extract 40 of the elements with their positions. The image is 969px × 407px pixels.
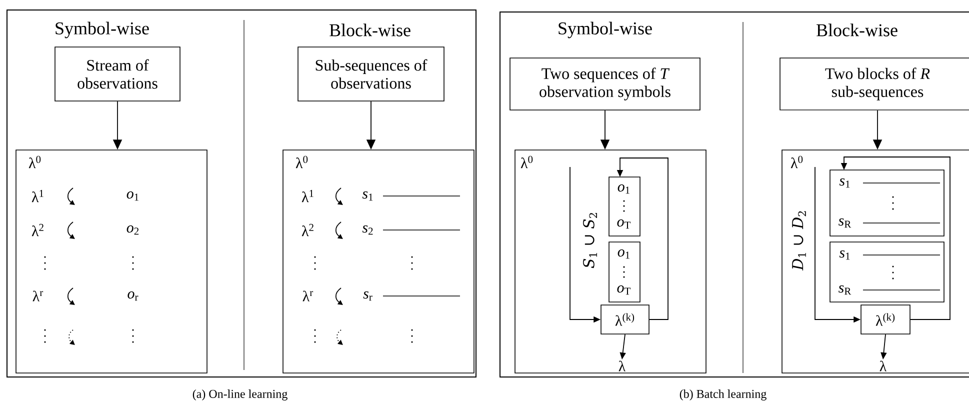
estimate-box: λ$^{(k)}$ (860, 304, 910, 334)
symbol-label: λ$^{r}$ (302, 290, 314, 302)
symbol-label: λ$^{r}$ (32, 290, 44, 302)
symbol-label: λ$^{0}$ (296, 156, 308, 168)
symbol-label: s$_{r}$ (363, 291, 372, 301)
column-heading: Block-wise (816, 24, 898, 36)
panel-frame (6, 10, 476, 378)
input-box: Two blocks of R sub-sequences (780, 58, 969, 110)
symbol-label: o$_{T}$ (617, 219, 631, 229)
symbol-label: s$_{2}$ (362, 225, 373, 235)
symbol-label: D$_{1}$ ∪ D$_{2}$ (792, 211, 806, 270)
symbol-label: S$_{1}$ ∪ S$_{2}$ (583, 213, 597, 268)
symbol-label: λ (618, 360, 626, 372)
symbol-label: λ$^{1}$ (302, 190, 314, 202)
input-box: Stream of observations (54, 46, 180, 102)
symbol-label: s$_{1}$ (362, 191, 373, 201)
symbol-label: λ$^{2}$ (32, 224, 44, 236)
symbol-label: o$_{1}$ (618, 184, 630, 194)
estimate-box: λ$^{(k)}$ (600, 304, 650, 334)
symbol-label: o$_{T}$ (617, 285, 631, 295)
panel-frame (500, 12, 969, 378)
input-box: Sub-sequences of observations (298, 46, 444, 102)
symbol-label: o$_{2}$ (126, 225, 139, 235)
symbol-label: o$_{r}$ (128, 291, 138, 301)
symbol-label: λ (880, 360, 887, 372)
symbol-label: s$_{R}$ (838, 218, 852, 228)
symbol-label: λ$^{1}$ (32, 190, 44, 202)
symbol-label: s$_{1}$ (839, 250, 850, 260)
symbol-label: o$_{1}$ (618, 249, 630, 259)
caption: (a) On-line learning (192, 390, 288, 400)
symbol-label: λ$^{0}$ (790, 156, 803, 168)
column-heading: Symbol-wise (558, 22, 652, 38)
caption: (b) Batch learning (680, 390, 766, 400)
symbol-label: λ$^{0}$ (28, 156, 41, 168)
symbol-label: s$_{R}$ (838, 285, 852, 295)
symbol-label: λ$^{0}$ (520, 156, 533, 168)
symbol-label: λ$^{2}$ (302, 224, 314, 236)
symbol-label: s$_{1}$ (839, 178, 850, 188)
input-box: Two sequences of T observation symbols (510, 58, 700, 110)
symbol-label: o$_{1}$ (126, 191, 138, 201)
